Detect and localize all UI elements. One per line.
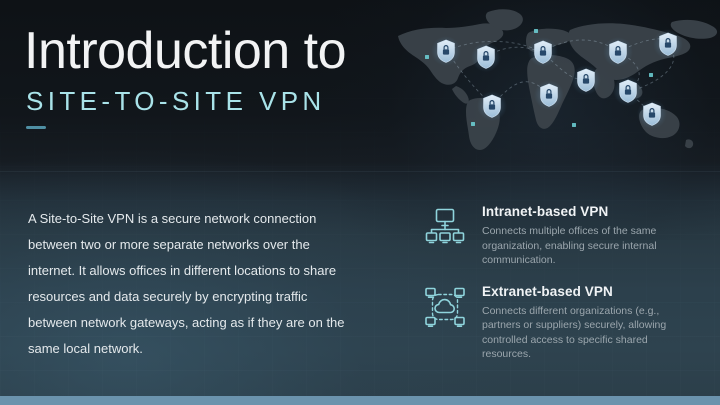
page-title: Introduction to: [24, 22, 347, 80]
feature-description: Connects multiple offices of the same or…: [482, 225, 657, 266]
accent-rule: [26, 126, 46, 129]
feature-title: Extranet-based VPN: [482, 283, 613, 299]
feature-text-extranet: Extranet-based VPN Connects different or…: [482, 284, 696, 362]
feature-text-intranet: Intranet-based VPN Connects multiple off…: [482, 204, 696, 268]
page-subtitle: SITE-TO-SITE VPN: [26, 86, 326, 116]
feature-item-intranet: Intranet-based VPN Connects multiple off…: [424, 204, 696, 268]
feature-list: Intranet-based VPN Connects multiple off…: [424, 204, 696, 362]
feature-item-extranet: Extranet-based VPN Connects different or…: [424, 284, 696, 362]
feature-description: Connects different organizations (e.g., …: [482, 304, 667, 361]
heading-block: Introduction to SITE-TO-SITE VPN: [24, 22, 454, 129]
cloud-network-icon: [424, 286, 466, 328]
feature-title: Intranet-based VPN: [482, 204, 609, 219]
network-topology-icon: [424, 206, 466, 248]
world-map-graphic: [384, 2, 720, 164]
bottom-accent-bar: [0, 396, 720, 405]
background-seam-line: [0, 171, 720, 172]
body-paragraph: A Site-to-Site VPN is a secure network c…: [28, 211, 345, 356]
